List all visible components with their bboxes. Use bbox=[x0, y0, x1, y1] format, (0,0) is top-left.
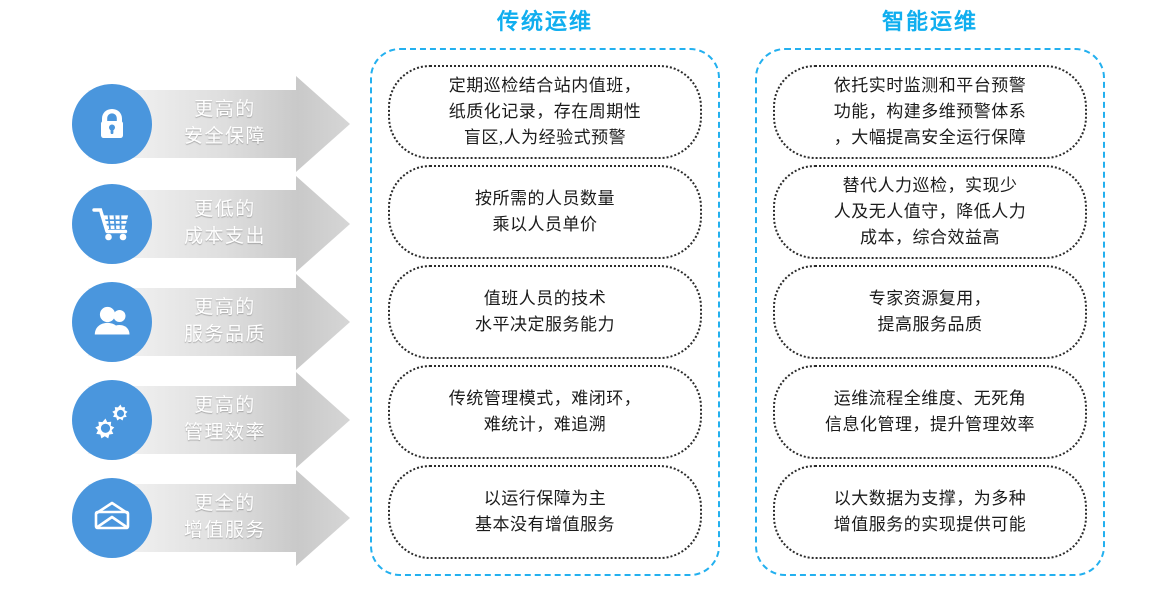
arrow-item-security[interactable]: 更高的 安全保障 bbox=[0, 76, 350, 172]
column-title-traditional: 传统运维 bbox=[496, 9, 593, 34]
arrow-label-line1: 更高的 bbox=[194, 395, 256, 417]
column-title-smart: 智能运维 bbox=[881, 9, 978, 34]
card-item[interactable]: 值班人员的技术 水平决定服务能力 bbox=[388, 265, 702, 359]
card-item[interactable]: 以运行保障为主 基本没有增值服务 bbox=[388, 465, 702, 559]
arrow-label: 更低的 成本支出 bbox=[150, 190, 300, 258]
cart-icon bbox=[72, 184, 152, 264]
arrow-item-management-efficiency[interactable]: 更高的 管理效率 bbox=[0, 372, 350, 468]
column-smart: 智能运维 依托实时监测和平台预警 功能，构建多维预警体系 ，大幅提高安全运行保障… bbox=[755, 9, 1105, 576]
card-item[interactable]: 传统管理模式，难闭环， 难统计，难追溯 bbox=[388, 365, 702, 459]
arrow-label-line2: 管理效率 bbox=[183, 422, 266, 443]
gears-icon bbox=[72, 380, 152, 460]
arrow-item-value-added-service[interactable]: 更全的 增值服务 bbox=[0, 470, 350, 566]
arrow-label-line1: 更全的 bbox=[194, 493, 256, 515]
card-item[interactable]: 定期巡检结合站内值班， 纸质化记录，存在周期性 盲区,人为经验式预警 bbox=[388, 65, 702, 159]
benefits-arrow-list: 更高的 安全保障 更低的 成本支出 bbox=[0, 0, 360, 590]
column-traditional: 传统运维 定期巡检结合站内值班， 纸质化记录，存在周期性 盲区,人为经验式预警 … bbox=[370, 9, 720, 576]
arrow-label-line1: 更高的 bbox=[194, 297, 256, 319]
column-frame bbox=[370, 48, 720, 576]
card-item[interactable]: 替代人力巡检，实现少 人及无人值守，降低人力 成本，综合效益高 bbox=[773, 165, 1087, 259]
arrow-label-line1: 更高的 bbox=[194, 99, 256, 121]
arrow-label-line2: 增值服务 bbox=[183, 520, 266, 541]
arrow-label: 更高的 服务品质 bbox=[150, 288, 300, 356]
card-item[interactable]: 依托实时监测和平台预警 功能，构建多维预警体系 ，大幅提高安全运行保障 bbox=[773, 65, 1087, 159]
lock-icon bbox=[72, 84, 152, 164]
arrow-label-line1: 更低的 bbox=[194, 199, 256, 221]
arrow-label: 更全的 增值服务 bbox=[150, 484, 300, 552]
arrow-item-cost[interactable]: 更低的 成本支出 bbox=[0, 176, 350, 272]
card-item[interactable]: 按所需的人员数量 乘以人员单价 bbox=[388, 165, 702, 259]
arrow-label-line2: 服务品质 bbox=[183, 324, 266, 345]
arrow-label: 更高的 安全保障 bbox=[150, 90, 300, 158]
card-item[interactable]: 专家资源复用， 提高服务品质 bbox=[773, 265, 1087, 359]
card-stack: 定期巡检结合站内值班， 纸质化记录，存在周期性 盲区,人为经验式预警 按所需的人… bbox=[388, 62, 702, 562]
arrow-label: 更高的 管理效率 bbox=[150, 386, 300, 454]
people-icon bbox=[72, 282, 152, 362]
card-stack: 依托实时监测和平台预警 功能，构建多维预警体系 ，大幅提高安全运行保障 替代人力… bbox=[773, 62, 1087, 562]
card-item[interactable]: 以大数据为支撑，为多种 增值服务的实现提供可能 bbox=[773, 465, 1087, 559]
envelope-icon bbox=[72, 478, 152, 558]
arrow-label-line2: 安全保障 bbox=[183, 126, 266, 147]
arrow-label-line2: 成本支出 bbox=[183, 226, 266, 247]
column-frame bbox=[755, 48, 1105, 576]
card-item[interactable]: 运维流程全维度、无死角 信息化管理，提升管理效率 bbox=[773, 365, 1087, 459]
arrow-item-service-quality[interactable]: 更高的 服务品质 bbox=[0, 274, 350, 370]
